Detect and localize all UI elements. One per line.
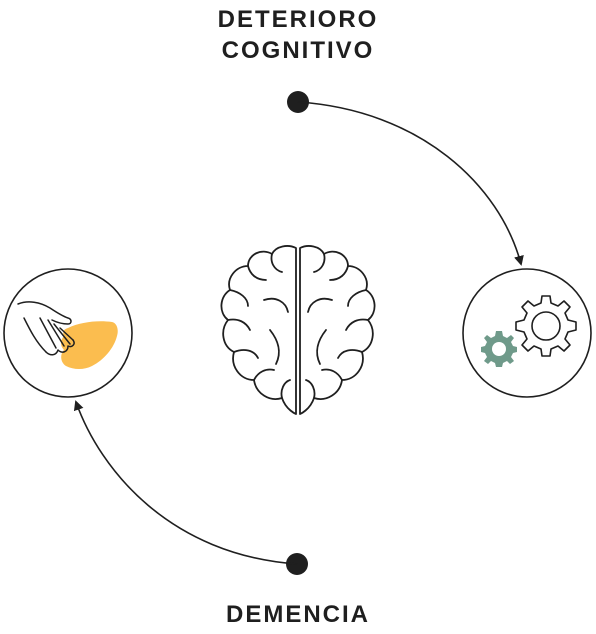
bottom-label: DEMENCIA — [225, 601, 370, 628]
brain-icon — [220, 245, 376, 415]
right-node — [462, 268, 592, 398]
helping-hands-icon — [17, 301, 118, 369]
arrow-bottom-to-left — [73, 400, 298, 565]
top-label-line2: COGNITIVO — [221, 37, 375, 64]
top-label-line1: DETERIORO — [217, 6, 379, 33]
arrow-top-to-right — [297, 101, 524, 266]
top-label: DETERIORO COGNITIVO — [0, 4, 596, 66]
left-node — [3, 268, 133, 398]
gears-icon — [481, 295, 577, 367]
